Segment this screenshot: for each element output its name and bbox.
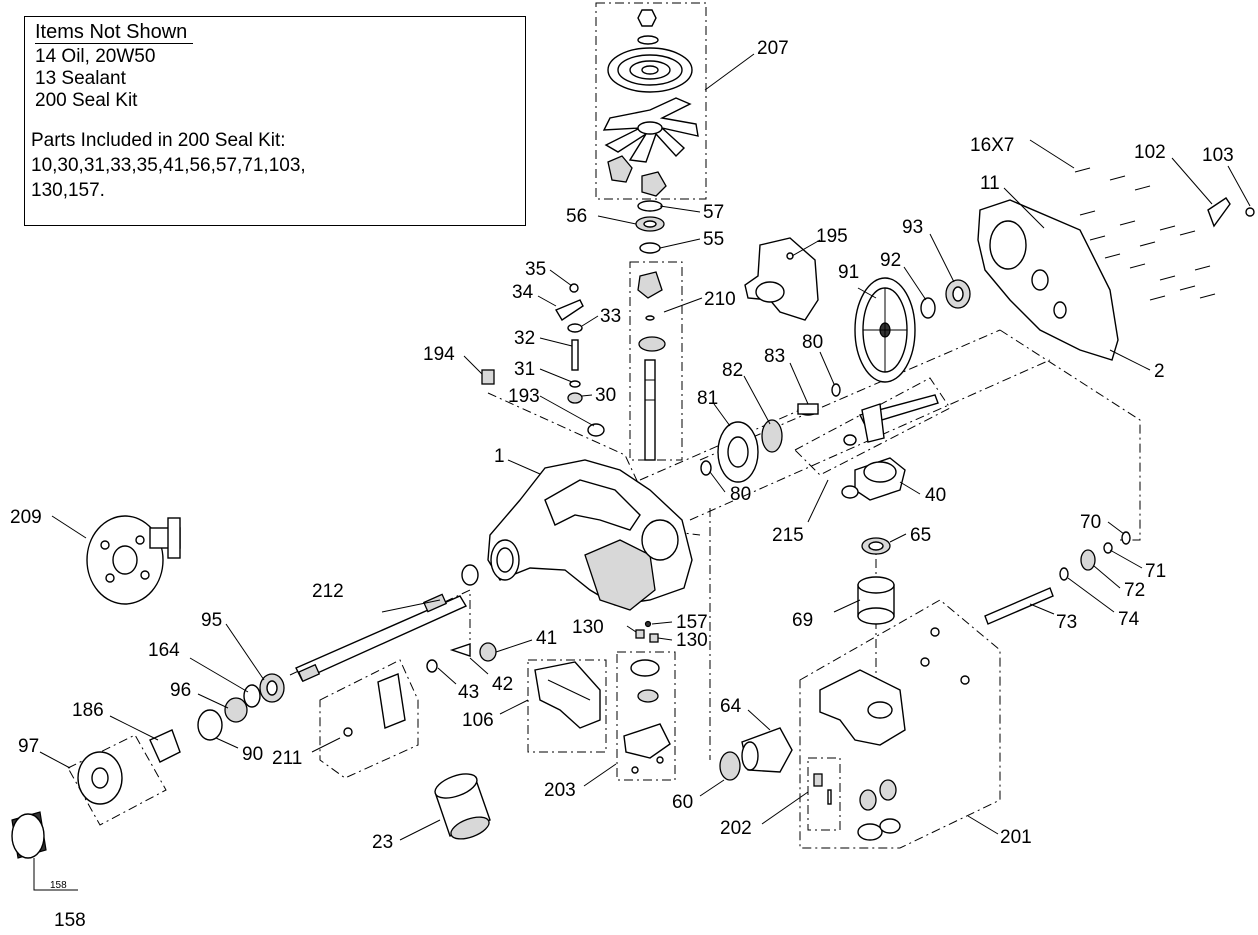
assembly-203 [623,659,671,774]
callout-33: 33 [600,306,621,327]
callout-203: 203 [544,780,576,801]
callout-90: 90 [242,744,263,765]
cover-195 [744,237,819,321]
callout-55: 55 [703,229,724,250]
gears-81-82-83 [700,383,841,483]
pump-body-201 [813,627,970,841]
callout-207: 207 [757,38,789,59]
callout-80-upper: 80 [802,332,823,353]
callout-42: 42 [492,674,513,695]
callout-30: 30 [595,385,616,406]
seal-kit-heading: Parts Included in 200 Seal Kit: [31,130,286,151]
callout-201: 201 [1000,827,1032,848]
callout-194: 194 [423,344,455,365]
callout-81: 81 [697,388,718,409]
pulley-fan-assembly [602,9,699,254]
bolts [1074,167,1216,301]
callout-186: 186 [72,700,104,721]
note-seal-kit: 200 Seal Kit [35,90,138,111]
seal-kit-parts-line-1: 10,30,31,33,35,41,56,57,71,103, [31,155,306,176]
callout-35: 35 [525,259,546,280]
callout-202: 202 [720,818,752,839]
callout-73: 73 [1056,612,1077,633]
callout-102: 102 [1134,142,1166,163]
oil-filter-23 [434,773,491,840]
callout-57: 57 [703,202,724,223]
callout-16x7: 16X7 [970,135,1014,156]
callout-215: 215 [772,525,804,546]
callout-95: 95 [201,610,222,631]
callout-93: 93 [902,217,923,238]
center-shaft-assembly [637,271,666,461]
callout-11: 11 [980,173,1000,194]
callout-209: 209 [10,507,42,528]
callout-43: 43 [458,682,479,703]
seal-kit-parts-line-2: 130,157. [31,180,105,201]
plugs-130-157 [635,620,659,643]
callout-80-lower: 80 [730,484,751,505]
callout-69: 69 [792,610,813,631]
callout-31: 31 [514,359,535,380]
callout-210: 210 [704,289,736,310]
callout-158: 158 [54,910,86,931]
shaft-215-block-40 [841,394,939,501]
callout-70: 70 [1080,512,1101,533]
items-not-shown-box: Items Not Shown 14 Oil, 20W50 13 Sealant… [24,16,526,226]
callout-97: 97 [18,736,39,757]
shaft-73 [984,531,1131,625]
callout-193: 193 [508,386,540,407]
callout-157: 157 [676,612,708,633]
callout-130-right: 130 [676,630,708,651]
bracket-211-and-seals [343,642,497,737]
side-cover-2 [977,167,1255,361]
axle-bearings [11,673,285,859]
note-oil: 14 Oil, 20W50 [35,46,156,67]
callout-71: 71 [1145,561,1166,582]
callout-56: 56 [566,206,587,227]
callout-106: 106 [462,710,494,731]
note-sealant: 13 Sealant [35,68,126,89]
pump-parts [719,537,895,781]
callout-91: 91 [838,262,859,283]
callout-211: 211 [272,748,302,769]
wheel-hub-209 [86,515,181,605]
callout-65: 65 [910,525,931,546]
callout-labels: 207 57 56 55 195 16X7 102 103 11 93 92 9… [10,38,1234,931]
main-housing-1 [487,459,693,611]
callout-60: 60 [672,792,693,813]
guard-106 [534,661,601,729]
small-parts-left [481,283,605,437]
callout-103: 103 [1202,145,1234,166]
gear-91-bearings [854,277,971,383]
callout-158-tag: 158 [50,880,67,891]
callout-1: 1 [494,446,505,467]
axle-212 [295,564,479,683]
callout-82: 82 [722,360,743,381]
callout-96: 96 [170,680,191,701]
callout-32: 32 [514,328,535,349]
callout-164: 164 [148,640,180,661]
callout-40: 40 [925,485,946,506]
callout-41: 41 [536,628,557,649]
callout-74: 74 [1118,609,1140,630]
callout-83: 83 [764,346,785,367]
callout-212: 212 [312,581,344,602]
callout-195: 195 [816,226,848,247]
callout-2: 2 [1154,361,1165,382]
callout-64: 64 [720,696,742,717]
callout-23: 23 [372,832,393,853]
callout-130-left: 130 [572,617,604,638]
callout-92: 92 [880,250,901,271]
callout-72: 72 [1124,580,1145,601]
items-not-shown-title: Items Not Shown [35,21,194,44]
leader-lines [33,53,1251,891]
callout-34: 34 [512,282,534,303]
